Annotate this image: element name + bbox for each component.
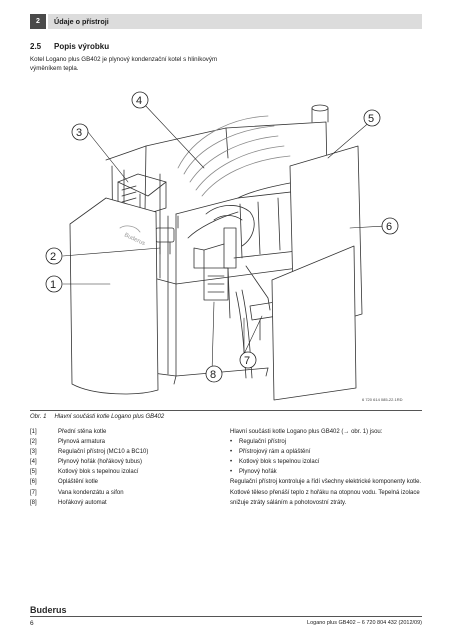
callout-2: 2 [45,247,63,265]
chapter-number: 2 [30,14,46,29]
brand-logo: Buderus [30,605,67,615]
description: Hlavní součásti kotle Logano plus GB402 … [230,427,422,508]
boiler-illustration: Buderus 1 2 3 4 5 6 7 8 [28,78,422,408]
legend-item: [1]Přední stěna kotle [30,429,107,435]
figure-legend: [1]Přední stěna kotle [2]Plynová armatur… [30,427,148,508]
svg-text:8: 8 [210,369,216,381]
connection-pipes [235,265,271,379]
callout-6: 6 [381,217,399,235]
front-panel: Buderus [69,197,159,395]
svg-text:1: 1 [50,279,56,291]
flue-outlet [311,104,329,123]
legend-item: [7]Vana kondenzátu a sifon [30,489,124,496]
callout-8: 8 [205,365,223,383]
section-title: Popis výrobku [54,42,110,51]
description-heading: Hlavní součásti kotle Logano plus GB402 … [230,429,383,435]
legend-item: [8]Hořákový automat [30,499,107,506]
gas-valve [155,227,175,255]
caption-rule [30,410,422,411]
list-item: •Regulační přístroj [230,439,287,445]
svg-text:7: 7 [244,355,250,367]
description-paragraph: Kotlové těleso přenáší teplo z hořáku na… [230,490,420,506]
section-number: 2.5 [30,42,42,51]
legend-item: [3]Regulační přístroj (MC10 a BC10) [30,449,149,456]
section-intro: Kotel Logano plus GB402 je plynový konde… [30,56,218,72]
gas-burner [193,205,255,319]
legend-item: [4]Plynový hořák (hořákový tubus) [30,459,143,466]
casing-panel-lower [271,245,357,401]
document-reference: Logano plus GB402 – 6 720 804 432 (2012/… [307,620,422,626]
figure-caption: Obr. 1 Hlavní součásti kotle Logano plus … [30,414,164,420]
caption-text: Hlavní součásti kotle Logano plus GB402 [54,414,165,420]
callout-7: 7 [239,351,257,369]
legend-item: [6]Opláštění kotle [30,479,99,486]
list-item: •Přístrojový rám a opláštění [230,449,311,455]
svg-text:6: 6 [386,221,392,233]
list-item: •Kotlový blok s tepelnou izolací [230,459,320,465]
svg-text:5: 5 [368,113,374,125]
component-list: •Regulační přístroj •Přístrojový rám a o… [230,437,422,477]
insulation [177,115,291,197]
callouts: 1 2 3 4 5 6 7 8 [45,91,399,383]
caption-number: Obr. 1 [30,414,47,420]
figure-code: 6 720 614 085-22.1RD [362,397,403,402]
svg-text:3: 3 [76,127,82,139]
callout-5: 5 [363,109,381,127]
callout-4: 4 [131,91,149,109]
burner-automat [203,267,229,301]
footer-rule [30,616,422,617]
control-unit [117,173,167,217]
legend-item: [5]Kotlový blok s tepelnou izolací [30,469,139,476]
legend-item: [2]Plynová armatura [30,439,106,446]
list-item: •Plynový hořák [230,469,277,475]
callout-3: 3 [71,123,89,141]
svg-text:4: 4 [136,95,142,107]
callout-1: 1 [45,275,63,293]
chapter-title: Údaje o přístroji [48,14,422,29]
page-number: 6 [30,620,34,627]
description-paragraph: Regulační přístroj kontroluje a řídí vše… [230,479,422,485]
svg-text:2: 2 [50,251,56,263]
callout-leaders [62,103,387,373]
